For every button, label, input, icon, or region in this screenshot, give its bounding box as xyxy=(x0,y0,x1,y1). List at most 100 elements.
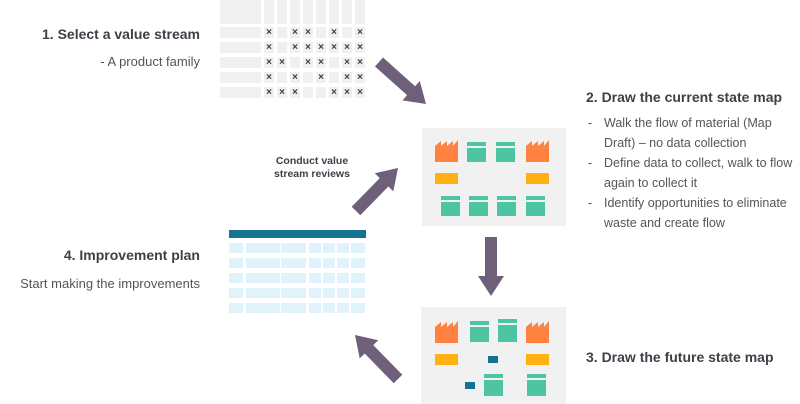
matrix-x-mark: × xyxy=(292,27,298,38)
flow-arrow-icon xyxy=(355,335,403,384)
review-note-line: stream reviews xyxy=(274,168,350,180)
matrix-cell xyxy=(303,57,313,68)
table-cell xyxy=(351,288,365,298)
matrix-header-cell xyxy=(277,0,287,24)
matrix-cell xyxy=(329,42,339,53)
matrix-x-mark: × xyxy=(305,27,311,38)
matrix-x-mark: × xyxy=(344,72,350,83)
process-box-icon xyxy=(484,374,503,396)
current-state-map-diagram xyxy=(435,140,549,216)
table-cell xyxy=(246,258,280,268)
process-box-icon xyxy=(497,196,516,216)
table-cell xyxy=(309,273,321,283)
matrix-cell xyxy=(264,72,274,83)
table-cell xyxy=(351,258,365,268)
matrix-header-cell xyxy=(303,0,313,24)
review-note: Conduct value stream reviews xyxy=(262,155,362,181)
matrix-x-mark: × xyxy=(318,57,324,68)
factory-icon xyxy=(435,321,458,343)
table-cell xyxy=(323,303,335,313)
matrix-x-mark: × xyxy=(331,87,337,98)
matrix-cell xyxy=(355,87,365,98)
step2-bullet: Define data to collect, walk to flow aga… xyxy=(586,153,800,193)
matrix-row-label-cell xyxy=(220,27,261,38)
matrix-cell xyxy=(264,57,274,68)
matrix-row-label-cell xyxy=(220,57,261,68)
table-cell xyxy=(351,243,365,253)
matrix-cell xyxy=(355,57,365,68)
factory-icon xyxy=(526,321,549,343)
matrix-cell xyxy=(290,72,300,83)
matrix-x-mark: × xyxy=(344,42,350,53)
matrix-cell xyxy=(329,57,339,68)
table-cell xyxy=(323,258,335,268)
process-box-icon xyxy=(441,196,460,216)
step2-bullet: Walk the flow of material (Map Draft) – … xyxy=(586,113,800,153)
matrix-x-mark: × xyxy=(357,42,363,53)
step1-subtitle: - A product family xyxy=(100,54,200,69)
matrix-cell xyxy=(277,27,287,38)
process-box-icon xyxy=(496,142,515,162)
matrix-cell xyxy=(329,72,339,83)
matrix-x-mark: × xyxy=(266,27,272,38)
matrix-cell xyxy=(342,57,352,68)
table-cell xyxy=(351,303,365,313)
table-cell xyxy=(337,258,349,268)
table-cell xyxy=(323,273,335,283)
step2-bullet-list: Walk the flow of material (Map Draft) – … xyxy=(586,113,800,233)
matrix-x-mark: × xyxy=(292,72,298,83)
matrix-cell xyxy=(290,57,300,68)
current-state-map-panel xyxy=(422,128,566,226)
matrix-header-cell xyxy=(316,0,326,24)
matrix-cell xyxy=(277,72,287,83)
matrix-cell xyxy=(303,87,313,98)
table-cell xyxy=(246,303,280,313)
matrix-cell xyxy=(316,42,326,53)
process-box-icon xyxy=(498,319,517,342)
flow-arrow-icon xyxy=(375,57,426,104)
table-cell xyxy=(337,243,349,253)
table-cell xyxy=(246,273,280,283)
table-cell xyxy=(337,273,349,283)
table-cell xyxy=(309,303,321,313)
inventory-icon xyxy=(526,354,549,365)
inventory-icon xyxy=(435,354,458,365)
matrix-cell xyxy=(290,27,300,38)
table-cell xyxy=(229,273,243,283)
table-cell xyxy=(281,288,306,298)
matrix-cell xyxy=(329,87,339,98)
matrix-x-mark: × xyxy=(266,87,272,98)
matrix-x-mark: × xyxy=(318,42,324,53)
step1-title: 1. Select a value stream xyxy=(42,26,200,42)
improvement-plan-table xyxy=(229,230,367,315)
matrix-x-mark: × xyxy=(305,42,311,53)
matrix-cell xyxy=(264,27,274,38)
table-cell xyxy=(323,288,335,298)
table-header-bar xyxy=(229,230,366,238)
flow-arrow-icon xyxy=(478,237,504,296)
factory-icon xyxy=(526,140,549,162)
kanban-icon xyxy=(488,356,498,363)
matrix-cell xyxy=(277,57,287,68)
matrix-cell xyxy=(290,87,300,98)
step2-title: 2. Draw the current state map xyxy=(586,89,783,105)
matrix-cell xyxy=(264,42,274,53)
matrix-cell xyxy=(342,87,352,98)
process-box-icon xyxy=(527,374,546,396)
matrix-cell xyxy=(355,27,365,38)
matrix-cell xyxy=(303,72,313,83)
table-cell xyxy=(229,303,243,313)
matrix-x-mark: × xyxy=(344,87,350,98)
matrix-x-mark: × xyxy=(305,57,311,68)
table-cell xyxy=(246,288,280,298)
matrix-cell xyxy=(290,42,300,53)
matrix-cell xyxy=(277,42,287,53)
matrix-x-mark: × xyxy=(292,42,298,53)
table-cell xyxy=(309,258,321,268)
table-cell xyxy=(309,243,321,253)
matrix-cell xyxy=(342,42,352,53)
matrix-x-mark: × xyxy=(344,57,350,68)
process-box-icon xyxy=(526,196,545,216)
kanban-icon xyxy=(465,382,475,389)
step3-title: 3. Draw the future state map xyxy=(586,349,774,365)
